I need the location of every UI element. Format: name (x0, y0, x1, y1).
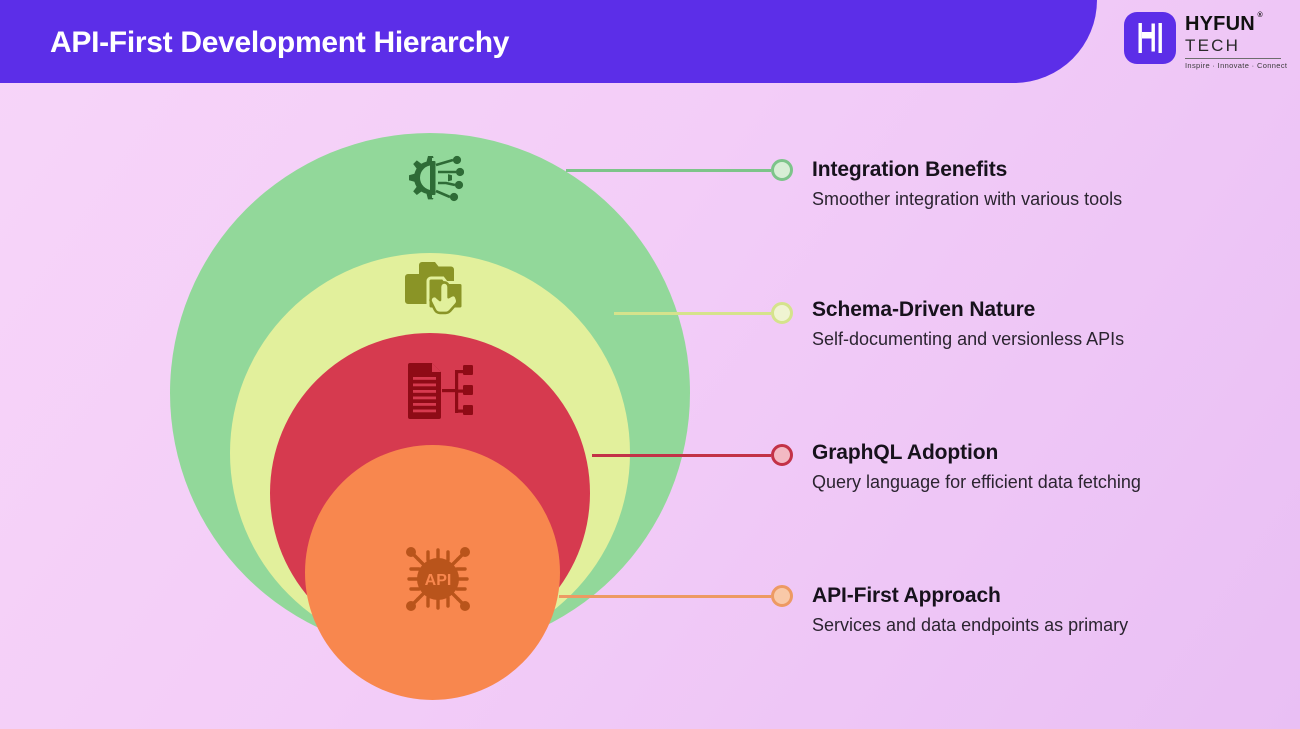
gear-circuit-icon (398, 152, 465, 219)
header-banner: API-First Development Hierarchy (0, 0, 1097, 83)
logo-subtitle: TECH (1185, 36, 1241, 55)
logo-divider (1185, 57, 1281, 59)
label-description: Self-documenting and versionless APIs (812, 329, 1125, 350)
label-title: API-First Approach (812, 584, 1001, 607)
label-block-integration-benefits[interactable]: Integration Benefits Smoother integratio… (812, 158, 1122, 210)
hyfun-h-monogram-icon (1124, 12, 1176, 64)
label-title: Integration Benefits (812, 158, 1008, 181)
logo-tagline: Inspire · Innovate · Connect (1185, 60, 1288, 70)
label-block-graphql-adoption[interactable]: GraphQL Adoption Query language for effi… (812, 441, 1141, 493)
connector-line-integration-benefits (566, 169, 771, 172)
label-block-api-first-approach[interactable]: API-First Approach Services and data end… (812, 584, 1128, 636)
registered-trademark-icon: ® (1257, 12, 1263, 19)
logo-wordmark: HYFUN® TECH Inspire · Innovate · Connect (1185, 12, 1287, 70)
connector-line-api-first-approach (559, 595, 771, 598)
brand-logo: HYFUN® TECH Inspire · Innovate · Connect (1124, 12, 1287, 72)
folders-click-icon (400, 258, 466, 323)
label-description: Query language for efficient data fetchi… (812, 472, 1141, 493)
api-microchip-icon: API (401, 542, 475, 621)
label-title: GraphQL Adoption (812, 441, 999, 464)
connector-marker-schema-driven-nature[interactable] (771, 302, 793, 324)
logo-name: HYFUN® (1185, 12, 1263, 35)
connector-marker-api-first-approach[interactable] (771, 585, 793, 607)
connector-marker-graphql-adoption[interactable] (771, 444, 793, 466)
label-description: Smoother integration with various tools (812, 189, 1123, 210)
connector-line-graphql-adoption (592, 454, 771, 457)
document-schema-tree-icon (402, 360, 474, 427)
label-block-schema-driven-nature[interactable]: Schema-Driven Nature Self-documenting an… (812, 298, 1124, 350)
label-description: Services and data endpoints as primary (812, 615, 1129, 636)
connector-line-schema-driven-nature (614, 312, 771, 315)
api-chip-label: API (425, 572, 452, 589)
label-title: Schema-Driven Nature (812, 298, 1036, 321)
page-title: API-First Development Hierarchy (50, 26, 510, 59)
connector-marker-integration-benefits[interactable] (771, 159, 793, 181)
